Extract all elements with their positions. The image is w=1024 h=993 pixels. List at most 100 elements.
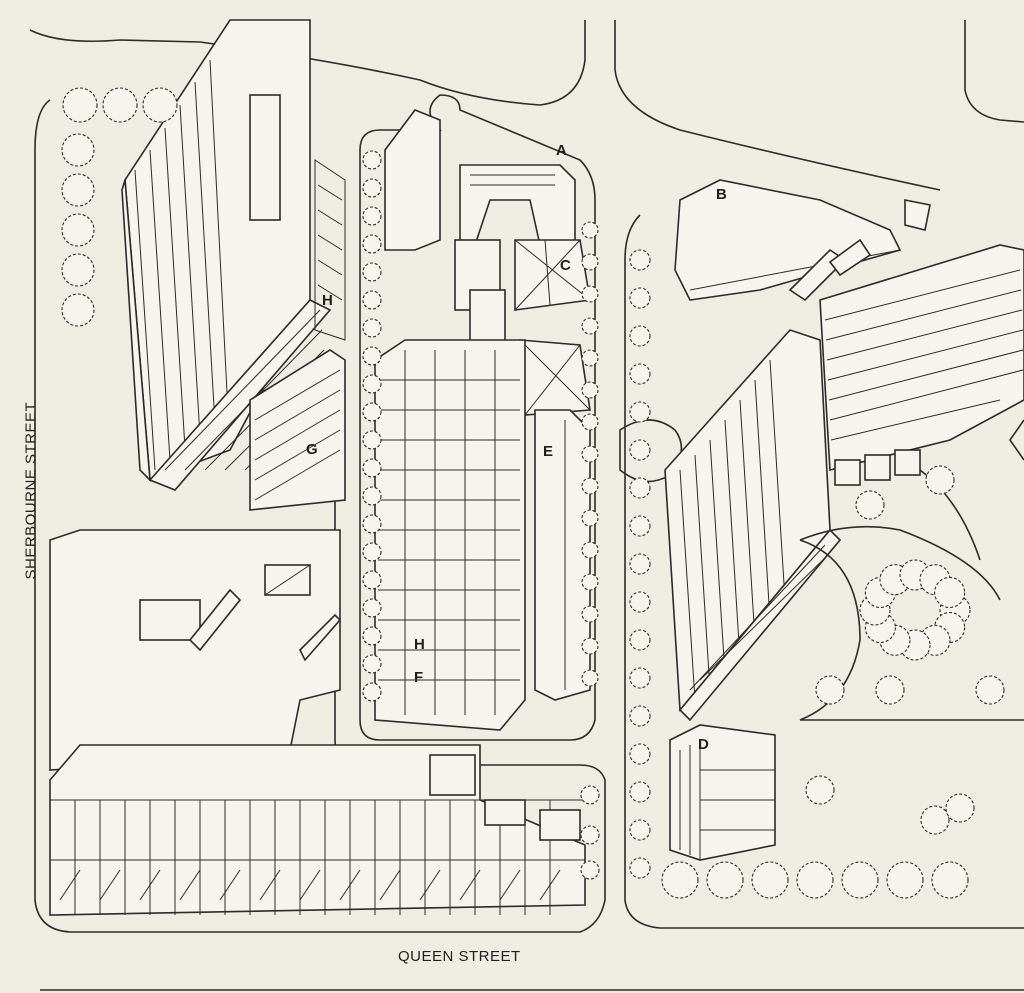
building-label-a: A bbox=[556, 142, 567, 159]
tree-icon bbox=[886, 861, 924, 899]
tree-icon bbox=[362, 318, 382, 338]
tree-icon bbox=[362, 430, 382, 450]
podium-low-rise bbox=[49, 529, 342, 771]
tree-icon bbox=[362, 402, 382, 422]
building-label-h-south: H bbox=[414, 636, 425, 653]
tree-icon bbox=[102, 87, 138, 123]
tree-icon bbox=[875, 675, 905, 705]
tree-icon bbox=[629, 249, 651, 271]
building-a-courtyard bbox=[384, 109, 576, 351]
tree-icon bbox=[581, 669, 599, 687]
tree-icon bbox=[661, 861, 699, 899]
tree-icon bbox=[629, 287, 651, 309]
tree-icon bbox=[931, 861, 969, 899]
tree-icon bbox=[629, 591, 651, 613]
tree-icon bbox=[629, 743, 651, 765]
tree-icon bbox=[580, 825, 600, 845]
tree-icon bbox=[362, 654, 382, 674]
tree-icon bbox=[580, 860, 600, 880]
tree-icon bbox=[581, 541, 599, 559]
tree-icon bbox=[706, 861, 744, 899]
tree-icon bbox=[581, 509, 599, 527]
tree-icon bbox=[629, 363, 651, 385]
tree-icon bbox=[362, 570, 382, 590]
tree-icon bbox=[362, 150, 382, 170]
tree-icon bbox=[629, 781, 651, 803]
tree-icon bbox=[581, 413, 599, 431]
tree-icon bbox=[62, 87, 98, 123]
tree-icon bbox=[629, 325, 651, 347]
tree-icon bbox=[61, 213, 95, 247]
tree-icon bbox=[805, 775, 835, 805]
tree-icon bbox=[629, 401, 651, 423]
tree-icon bbox=[920, 805, 950, 835]
tree-icon bbox=[362, 542, 382, 562]
tree-icon bbox=[362, 262, 382, 282]
tree-icon bbox=[581, 317, 599, 335]
building-label-e: E bbox=[543, 443, 554, 460]
tree-icon bbox=[629, 667, 651, 689]
tree-icon bbox=[855, 490, 885, 520]
building-c-pyramids bbox=[514, 239, 591, 416]
street-label-queen: QUEEN STREET bbox=[398, 948, 521, 965]
tree-icon bbox=[581, 349, 599, 367]
tree-icon bbox=[142, 87, 178, 123]
building-slab-east bbox=[788, 238, 1024, 486]
tree-icon bbox=[362, 290, 382, 310]
tree-icon bbox=[581, 253, 599, 271]
building-tower-west bbox=[121, 19, 332, 491]
tree-icon bbox=[362, 682, 382, 702]
tree-icon bbox=[581, 445, 599, 463]
tree-icon bbox=[362, 458, 382, 478]
building-g-townhouses bbox=[249, 159, 346, 511]
tree-icon bbox=[629, 705, 651, 727]
tree-icon bbox=[581, 637, 599, 655]
building-label-d: D bbox=[698, 736, 709, 753]
tree-icon bbox=[815, 675, 845, 705]
street-trees bbox=[61, 87, 1005, 899]
tree-icon bbox=[975, 675, 1005, 705]
tree-icon bbox=[362, 178, 382, 198]
tree-icon bbox=[580, 785, 600, 805]
building-label-c: C bbox=[560, 257, 571, 274]
tree-icon bbox=[629, 439, 651, 461]
tree-icon bbox=[629, 857, 651, 879]
street-label-sherbourne: SHERBOURNE STREET bbox=[22, 401, 40, 580]
building-label-h-north: H bbox=[322, 292, 333, 309]
tree-icon bbox=[629, 819, 651, 841]
tree-icon bbox=[581, 605, 599, 623]
tree-icon bbox=[581, 221, 599, 239]
tree-icon bbox=[581, 573, 599, 591]
commercial-row-queen bbox=[49, 744, 586, 916]
tree-icon bbox=[362, 626, 382, 646]
building-label-b: B bbox=[716, 186, 727, 203]
tree-icon bbox=[629, 629, 651, 651]
building-tower-east bbox=[664, 329, 842, 722]
tree-icon bbox=[362, 374, 382, 394]
tree-icon bbox=[629, 553, 651, 575]
tree-icon bbox=[61, 293, 95, 327]
building-d bbox=[669, 724, 776, 861]
tree-icon bbox=[61, 173, 95, 207]
tree-icon bbox=[581, 477, 599, 495]
tree-icon bbox=[934, 576, 966, 609]
tree-icon bbox=[581, 381, 599, 399]
building-label-f: F bbox=[414, 669, 424, 686]
tree-icon bbox=[925, 465, 955, 495]
tree-icon bbox=[796, 861, 834, 899]
tree-icon bbox=[581, 285, 599, 303]
tree-icon bbox=[362, 206, 382, 226]
tree-icon bbox=[629, 515, 651, 537]
tree-icon bbox=[362, 346, 382, 366]
tree-icon bbox=[629, 477, 651, 499]
tree-icon bbox=[945, 793, 975, 823]
tree-icon bbox=[841, 861, 879, 899]
tree-icon bbox=[751, 861, 789, 899]
tree-icon bbox=[61, 133, 95, 167]
tree-icon bbox=[362, 598, 382, 618]
building-e-rowhouses bbox=[374, 339, 591, 731]
tree-icon bbox=[362, 234, 382, 254]
tree-icon bbox=[362, 486, 382, 506]
